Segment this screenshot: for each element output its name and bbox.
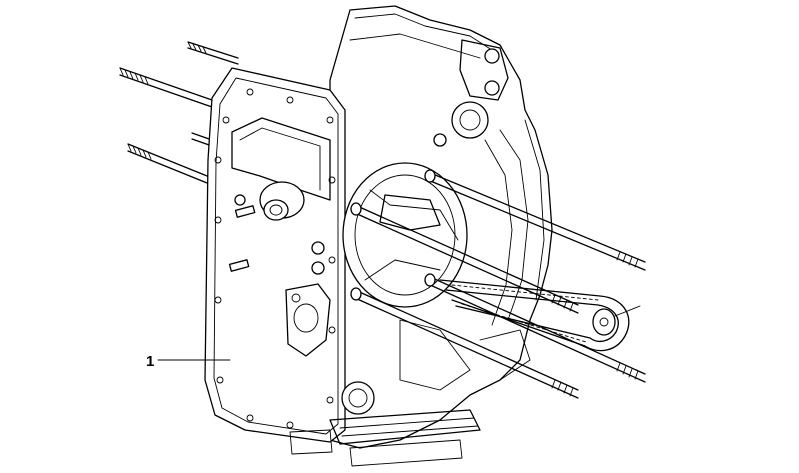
stud (424, 169, 646, 271)
timing-chain (439, 279, 641, 352)
sump-fins (289, 409, 481, 467)
stud (127, 143, 213, 186)
stud (187, 41, 239, 65)
crankcase-front-face (204, 67, 346, 443)
callout-1: 1 (146, 353, 231, 370)
rear-studs (119, 41, 239, 186)
flange-bolts (214, 88, 336, 429)
stud (350, 287, 579, 399)
callout-label: 1 (146, 353, 154, 370)
front-studs (350, 169, 646, 399)
stud (119, 67, 213, 108)
stud (350, 202, 579, 314)
